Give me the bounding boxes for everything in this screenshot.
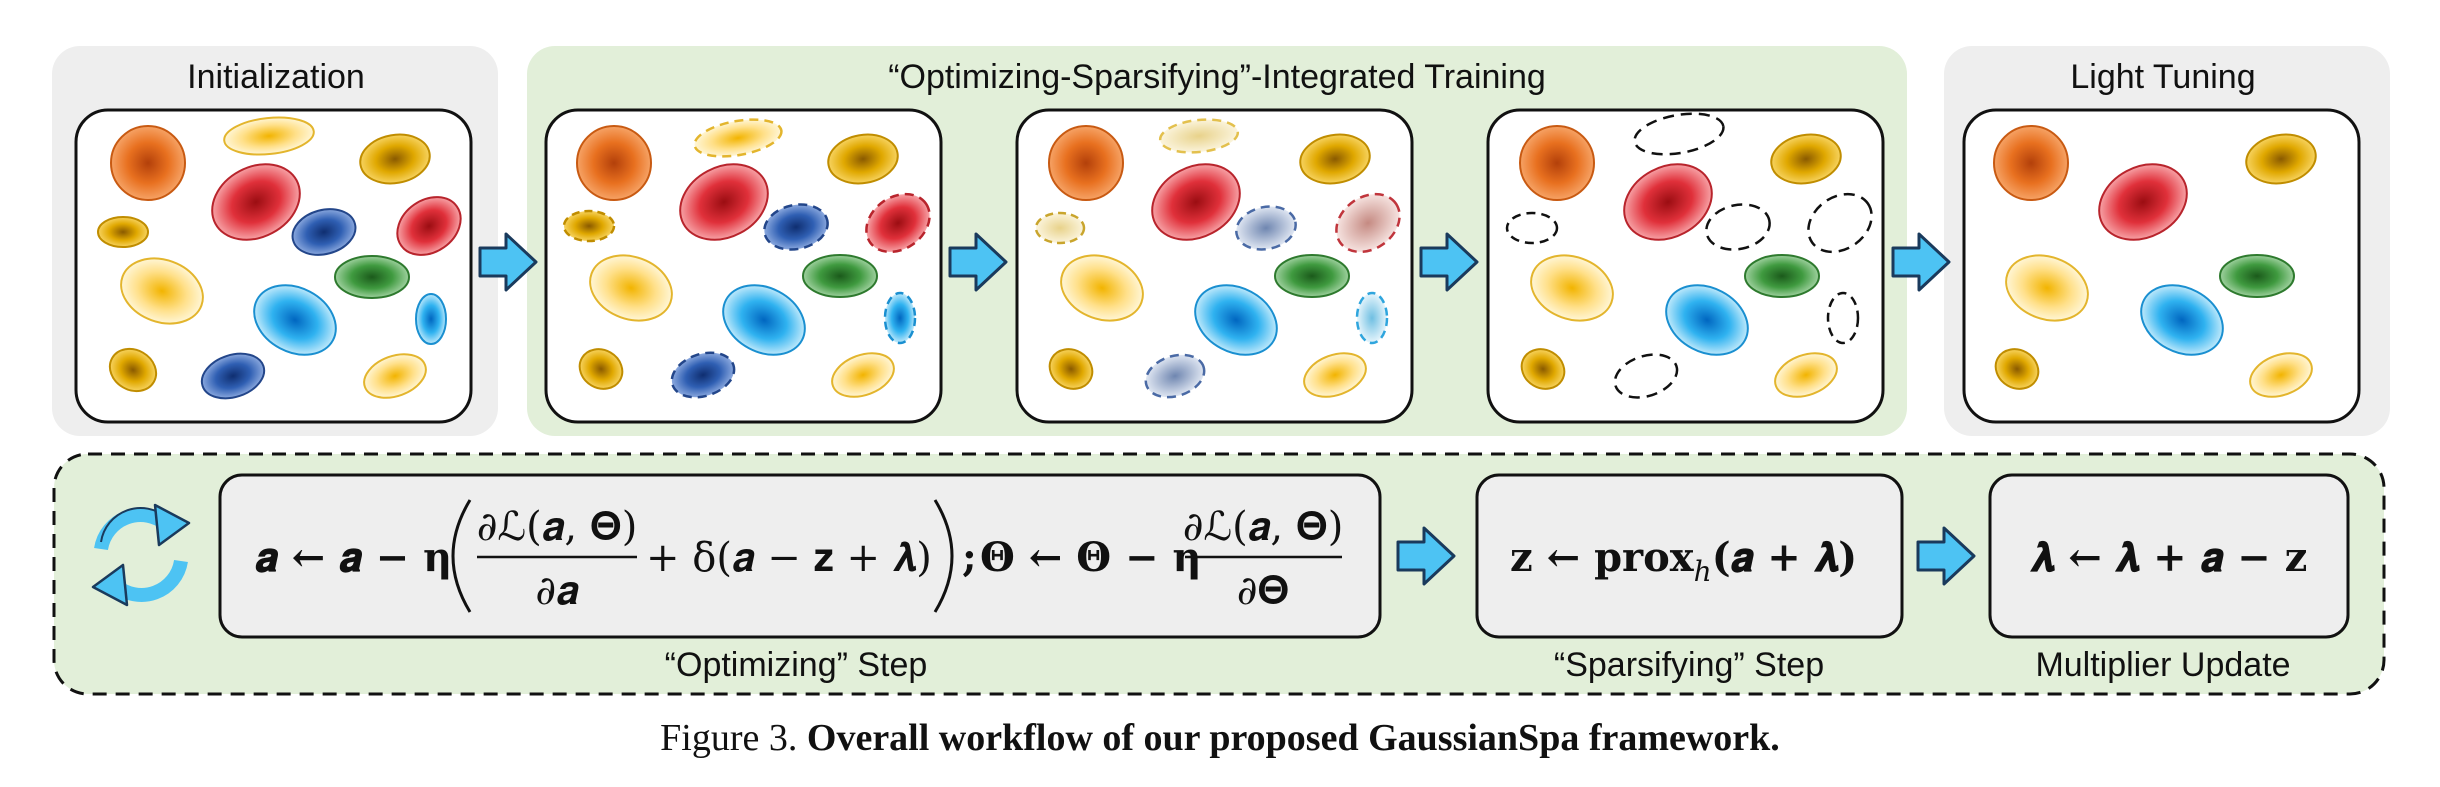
gaussian-pruned-outline <box>1633 112 1725 156</box>
gaussian-orange <box>1519 125 1595 201</box>
gaussian-gold <box>108 347 158 393</box>
gaussian-faded-gold <box>1034 211 1086 245</box>
gaussian-sky <box>2140 284 2224 356</box>
gaussian-yellow <box>120 257 204 325</box>
gaussian-red-pruning <box>865 192 931 254</box>
gaussian-sky <box>722 284 806 356</box>
gaussian-gold <box>97 216 149 248</box>
optimizing-step-label: “Optimizing” Step <box>665 646 928 684</box>
equation-theta-update: 𝚯 ← 𝚯 − η <box>980 534 1202 581</box>
frac2-numerator: ∂ℒ(𝒂, 𝚯) <box>1183 504 1344 550</box>
gaussian-green <box>802 254 878 298</box>
gaussian-faded-blue <box>1235 205 1297 251</box>
gaussian-red <box>1623 163 1713 241</box>
plus-delta-term: + δ(𝒂 − 𝐳 + 𝝀) <box>646 535 932 581</box>
gaussian-yellow <box>1060 254 1144 322</box>
gaussian-gold <box>578 348 624 390</box>
gaussian-orange <box>576 125 652 201</box>
gaussian-pruned-outline <box>1705 203 1771 251</box>
gaussian-gold <box>359 133 431 185</box>
sparsifying-equation: 𝐳 ← 𝐩𝐫𝐨𝐱h(𝒂 + 𝝀) <box>1510 534 1857 588</box>
gaussian-yellow <box>2249 352 2313 398</box>
gaussian-pruned-outline <box>1826 291 1860 345</box>
light-tuning-title: Light Tuning <box>2070 58 2255 96</box>
gaussian-blue-pruning <box>763 203 829 251</box>
gaussian-orange <box>1993 125 2069 201</box>
gaussian-red <box>1151 163 1241 241</box>
caption-text: Overall workflow of our proposed Gaussia… <box>806 717 1780 759</box>
gaussian-gold-pruning <box>562 209 616 243</box>
gaussian-yellow-pruning <box>693 118 783 158</box>
gaussian-red <box>396 196 462 256</box>
caption-prefix: Figure 3. <box>660 717 798 759</box>
initialization-title: Initialization <box>187 58 365 96</box>
multiplier-equation: 𝝀 ← 𝝀 + 𝒂 − 𝐳 <box>2030 534 2308 581</box>
gaussian-orange <box>1048 125 1124 201</box>
sparsifying-step-box <box>1475 473 1904 639</box>
gaussian-sky-pruning <box>883 291 917 345</box>
gaussian-gold <box>1994 348 2040 390</box>
gaussian-gold <box>1770 133 1842 185</box>
gaussian-box-light-tuning <box>1962 108 2361 424</box>
sparsifying-step-label: “Sparsifying” Step <box>1554 646 1824 684</box>
gaussian-box-initial <box>74 108 473 424</box>
gaussian-sky <box>415 293 447 345</box>
gaussian-gold <box>1048 348 1094 390</box>
gaussian-sky <box>1194 284 1278 356</box>
gaussian-sky <box>1665 284 1749 356</box>
figure-caption: Figure 3. Overall workflow of our propos… <box>0 716 2440 760</box>
gaussian-yellow <box>223 116 315 156</box>
gaussian-pruned-outline <box>1505 211 1559 245</box>
gaussian-yellow <box>1774 352 1838 398</box>
gaussian-gold <box>827 133 899 185</box>
gaussian-red <box>2098 163 2188 241</box>
gaussian-blue <box>291 208 357 256</box>
equation-a-update: 𝒂 ← 𝒂 − η <box>255 534 452 581</box>
gaussian-pruned-outline <box>1807 192 1873 254</box>
integrated-training-title: “Optimizing-Sparsifying”-Integrated Trai… <box>888 58 1546 96</box>
gaussian-yellow <box>589 254 673 322</box>
gaussian-faded-red <box>1335 192 1401 254</box>
gaussian-yellow <box>2005 254 2089 322</box>
frac2-denominator: ∂𝚯 <box>1237 568 1290 614</box>
gaussian-yellow <box>1303 352 1367 398</box>
gaussian-box-training-3 <box>1486 108 1885 424</box>
multiplier-update-label: Multiplier Update <box>2035 646 2290 684</box>
gaussian-yellow <box>363 353 427 399</box>
gaussian-box-training-1 <box>544 108 943 424</box>
frac1-denominator: ∂𝒂 <box>535 568 579 614</box>
gaussian-red <box>679 163 769 241</box>
gaussian-yellow <box>1530 254 1614 322</box>
gaussian-yellow <box>831 352 895 398</box>
gaussian-green <box>1274 254 1350 298</box>
frac1-numerator: ∂ℒ(𝒂, 𝚯) <box>477 504 638 550</box>
refresh-cycle-icon <box>91 503 191 607</box>
gaussian-faded-sky <box>1355 291 1389 345</box>
gaussian-blue <box>200 352 266 400</box>
gaussian-gold <box>1299 133 1371 185</box>
gaussian-orange <box>110 125 186 201</box>
gaussian-green <box>2219 254 2295 298</box>
gaussian-pruned-outline <box>1613 353 1679 399</box>
gaussian-box-training-2 <box>1015 108 1414 424</box>
optimizing-step-box <box>218 473 1382 639</box>
gaussian-faded-yellow <box>1158 118 1240 154</box>
gaussian-faded-blue <box>1144 353 1206 399</box>
gaussian-red <box>211 163 301 241</box>
left-paren <box>451 499 472 613</box>
gaussian-gold <box>2245 133 2317 185</box>
gaussian-blue-pruning <box>670 351 736 399</box>
gaussian-green <box>334 255 410 299</box>
gaussian-green <box>1744 254 1820 298</box>
multiplier-update-box <box>1988 473 2350 639</box>
gaussian-gold <box>1520 348 1566 390</box>
gaussian-sky <box>253 284 337 356</box>
separator: ; <box>962 534 977 581</box>
right-paren <box>933 499 954 613</box>
